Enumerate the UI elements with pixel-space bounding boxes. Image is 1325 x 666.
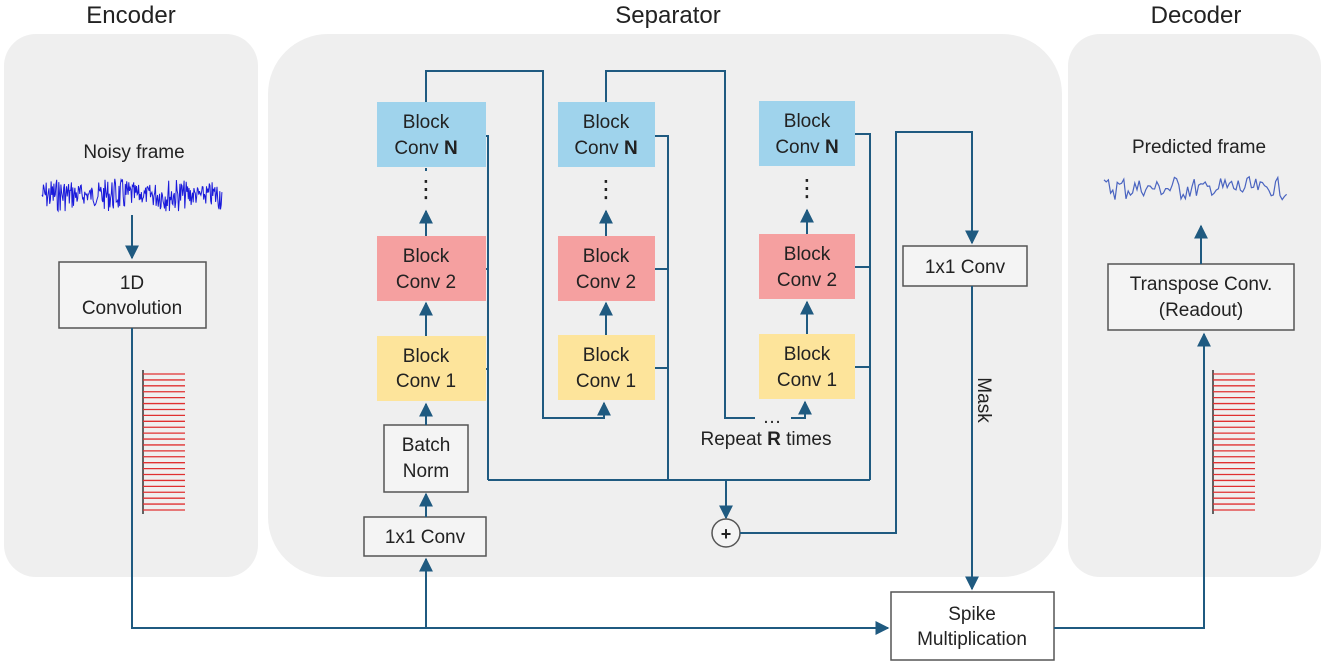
separator-title: Separator [615, 2, 720, 29]
block-conv-2-word: Block [784, 244, 831, 265]
block-conv-n-label: Conv N [574, 138, 637, 159]
spike-mult-to-decoder-wire [1054, 332, 1211, 629]
encoder-spike-train [142, 370, 185, 514]
block-conv-1-word: Block [403, 346, 450, 367]
batch-norm-box [383, 424, 469, 493]
block-conv-n-label: Conv N [775, 137, 838, 158]
block-conv-1-box [759, 334, 855, 399]
col1-to-col2-wire [425, 70, 611, 419]
block-conv-2-word: Block [403, 246, 450, 267]
col2-ellipsis: ⋮ [594, 176, 618, 203]
sum-symbol: + [721, 524, 732, 544]
block-conv-2-label: Conv 2 [777, 270, 837, 291]
block-conv-n-box [759, 101, 855, 166]
block-conv-n-box [377, 102, 486, 167]
encoder-title: Encoder [86, 2, 175, 29]
mask-label: Mask [973, 377, 994, 423]
block-conv-2-box [558, 236, 655, 301]
col1-skip-rail [486, 135, 489, 480]
dots-to-col3-wire [791, 400, 812, 419]
spike-mult-line1: Spike [948, 604, 996, 625]
conv1d-label-line1: 1D [120, 273, 144, 294]
block-column-3: Block Conv 1 Block Conv 2 ⋮ Block Conv N [759, 101, 855, 399]
block-conv-n-word: Block [403, 112, 450, 133]
block-conv-2-box [377, 236, 486, 301]
block-conv-n-box [558, 102, 655, 167]
block-conv-1-label: Conv 1 [576, 371, 636, 392]
spike-multiplication-box [890, 591, 1055, 661]
block-conv-1-label: Conv 1 [777, 370, 837, 391]
col1-ellipsis: ⋮ [414, 176, 438, 203]
block-conv-1-word: Block [784, 344, 831, 365]
mask-conv-box [902, 245, 1028, 287]
block-conv-n-label: Conv N [394, 138, 457, 159]
block-conv-n-word: Block [583, 112, 630, 133]
encoder-to-spike-mult-wire [131, 328, 890, 635]
noisy-frame-label: Noisy frame [83, 142, 184, 163]
block-conv-1-box [377, 336, 486, 401]
block-conv-2-box [759, 234, 855, 299]
skip-connections [486, 133, 871, 520]
input-conv-box [363, 516, 487, 557]
block-conv-2-word: Block [583, 246, 630, 267]
block-conv-2-label: Conv 2 [396, 272, 456, 293]
predicted-waveform [1103, 175, 1288, 201]
block-conv-n-word: Block [784, 111, 831, 132]
block-column-1: Block Conv 1 Block Conv 2 ⋮ Block Conv N [377, 102, 486, 401]
transpose-conv-line1: Transpose Conv. [1130, 274, 1273, 295]
block-conv-1-box [558, 335, 655, 400]
conv1d-label-line2: Convolution [82, 298, 182, 319]
mask-conv-label: 1x1 Conv [925, 257, 1006, 278]
block-conv-1-label: Conv 1 [396, 371, 456, 392]
batch-norm-line1: Batch [402, 435, 451, 456]
decoder-spike-train [1212, 370, 1255, 514]
input-conv-label: 1x1 Conv [385, 527, 466, 548]
repeat-dots: … [763, 407, 782, 428]
col3-ellipsis: ⋮ [795, 175, 819, 202]
sum-to-mask-conv-wire [740, 131, 979, 534]
batch-norm-line2: Norm [403, 461, 449, 482]
predicted-frame-label: Predicted frame [1132, 137, 1266, 158]
block-column-2: Block Conv 1 Block Conv 2 ⋮ Block Conv N [558, 102, 655, 400]
noisy-waveform [41, 178, 223, 213]
col2-to-col3-wire [605, 70, 755, 419]
col3-skip-rail [855, 133, 871, 480]
repeat-label: Repeat R times [701, 429, 832, 450]
decoder-title: Decoder [1151, 2, 1242, 29]
spike-mult-line2: Multiplication [917, 629, 1027, 650]
block-conv-2-label: Conv 2 [576, 272, 636, 293]
block-conv-1-word: Block [583, 345, 630, 366]
col2-skip-rail [655, 135, 669, 480]
transpose-conv-line2: (Readout) [1159, 300, 1244, 321]
